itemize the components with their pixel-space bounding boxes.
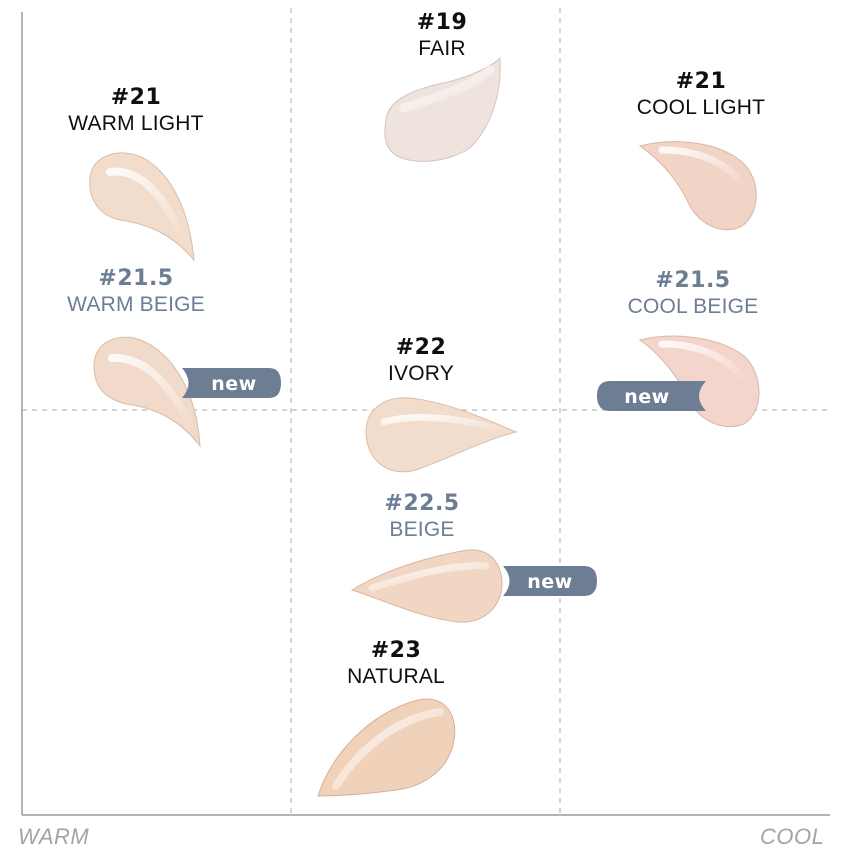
new-badge-215w: new bbox=[182, 368, 281, 398]
shade-label-225: #22.5 BEIGE bbox=[302, 491, 542, 543]
shade-name: COOL BEIGE bbox=[627, 295, 759, 318]
new-badge-label: new bbox=[624, 386, 669, 408]
swatch-21w bbox=[89, 152, 195, 262]
swatch-215w bbox=[93, 336, 201, 448]
shade-name: WARM BEIGE bbox=[67, 293, 205, 316]
shade-label-22: #22 IVORY bbox=[301, 335, 541, 387]
new-badge-label: new bbox=[211, 373, 256, 395]
swatch-21c bbox=[638, 141, 757, 231]
shade-label-21w: #21 WARM LIGHT bbox=[16, 85, 256, 137]
shade-label-215w: #21.5 WARM BEIGE bbox=[16, 266, 256, 318]
shade-name: BEIGE bbox=[389, 518, 455, 541]
swatch-22 bbox=[365, 397, 518, 473]
new-badge-label: new bbox=[527, 571, 572, 593]
shade-name: COOL LIGHT bbox=[636, 96, 766, 119]
shade-name: IVORY bbox=[388, 362, 454, 385]
shade-code: #22.5 bbox=[384, 491, 460, 516]
swatch-23 bbox=[317, 698, 456, 797]
axis-label-warm: WARM bbox=[18, 824, 90, 849]
shade-code: #23 bbox=[370, 638, 422, 663]
shade-label-215c: #21.5 COOL BEIGE bbox=[573, 268, 813, 320]
shade-code: #21 bbox=[110, 85, 162, 110]
shade-label-23: #23 NATURAL bbox=[276, 638, 516, 690]
swatch-225 bbox=[350, 549, 503, 623]
shade-name: FAIR bbox=[418, 37, 466, 60]
shade-name: WARM LIGHT bbox=[68, 112, 204, 135]
shade-name: NATURAL bbox=[347, 665, 445, 688]
shade-code: #22 bbox=[395, 335, 447, 360]
shade-code: #21.5 bbox=[98, 266, 174, 291]
shade-label-21c: #21 COOL LIGHT bbox=[581, 69, 821, 121]
shade-code: #19 bbox=[416, 10, 468, 35]
shade-label-19: #19 FAIR bbox=[322, 10, 562, 62]
swatch-19 bbox=[384, 56, 501, 162]
shade-code: #21 bbox=[675, 69, 727, 94]
new-badge-225: new bbox=[503, 566, 597, 596]
new-badge-215c: new bbox=[597, 381, 706, 411]
shade-code: #21.5 bbox=[655, 268, 731, 293]
axis-label-cool: COOL bbox=[760, 824, 825, 849]
